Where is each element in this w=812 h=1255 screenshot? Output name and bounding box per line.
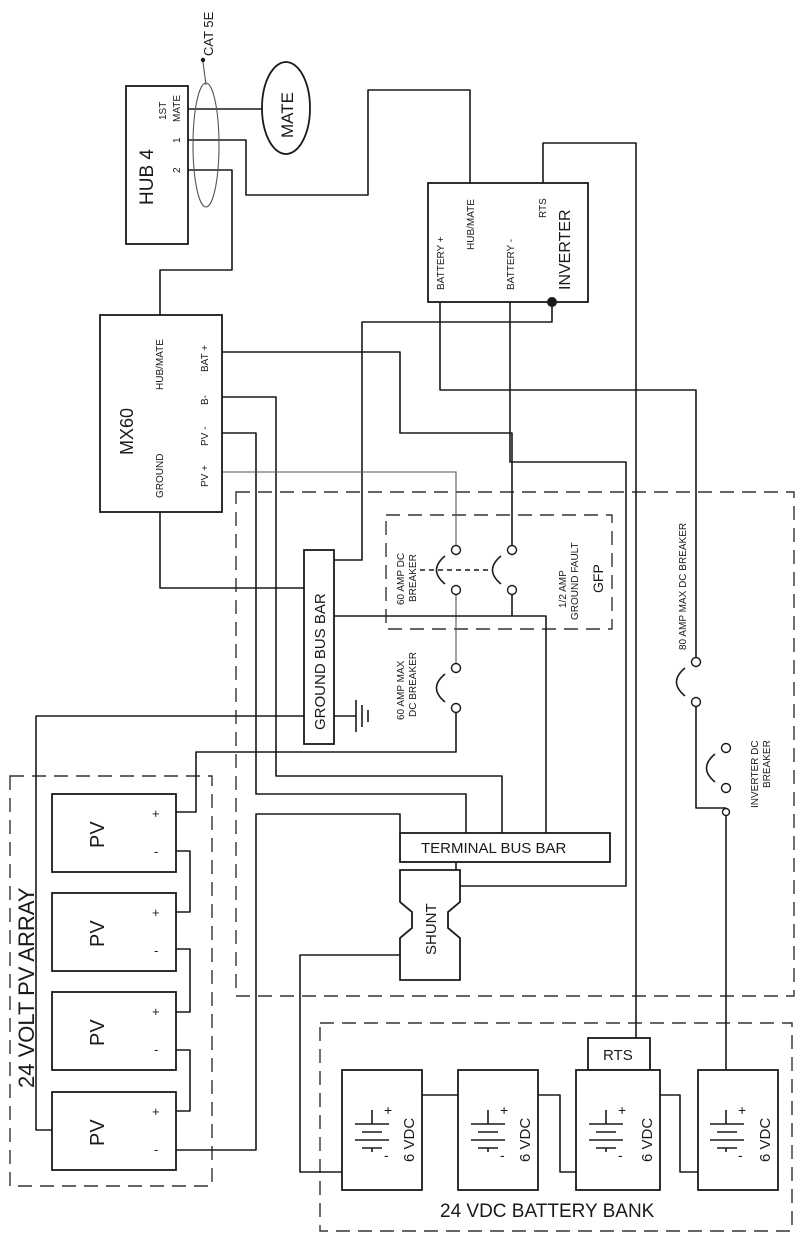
battery-minus: - xyxy=(384,1147,389,1163)
pv-panel-minus: - xyxy=(154,844,158,859)
gfp-label: GFP xyxy=(590,564,606,593)
terminal-bus-bar: TERMINAL BUS BAR xyxy=(399,832,611,863)
battery-voltage-label: 6 VDC xyxy=(757,1118,774,1162)
mid-breaker-label-1: 60 AMP MAX xyxy=(396,660,407,720)
battery-bank: 24 VDC BATTERY BANK RTS + - 6 VDC + - 6 … xyxy=(341,1037,779,1222)
pv-panel-minus: - xyxy=(154,943,158,958)
gfp-label-1: 1/2 AMP xyxy=(558,570,569,608)
battery-bank-title: 24 VDC BATTERY BANK xyxy=(440,1201,655,1222)
top-breaker-label-2: BREAKER xyxy=(408,554,419,602)
ground-bus-bar: GROUND BUS BAR xyxy=(303,549,335,745)
pv-panel-plus: + xyxy=(152,1104,160,1119)
gfp-label-2: GROUND FAULT xyxy=(570,542,581,620)
mx60-ground-label: GROUND xyxy=(155,454,166,498)
battery-voltage-label: 6 VDC xyxy=(401,1118,418,1162)
rts-sensor: RTS xyxy=(587,1037,651,1071)
battery: + - 6 VDC xyxy=(341,1069,423,1191)
cat5e-label: CAT 5E xyxy=(201,11,216,56)
mx60-bat-plus-label: BAT + xyxy=(200,345,211,372)
shunt: SHUNT xyxy=(399,869,461,981)
inverter-ground-node xyxy=(547,297,557,307)
pv-panel: PV + - xyxy=(51,1091,177,1171)
inverter-hub-mate-label: HUB/MATE xyxy=(466,199,477,250)
inverter-battery-pos-label: BATTERY + xyxy=(436,236,447,290)
inverter-box: INVERTER BATTERY + HUB/MATE BATTERY - RT… xyxy=(427,182,589,307)
battery-plus: + xyxy=(738,1102,746,1118)
ground-bus-bar-label: GROUND BUS BAR xyxy=(312,593,329,730)
pv-panel-label: PV xyxy=(87,1019,109,1046)
pv-panel-plus: + xyxy=(152,905,160,920)
hub4-port-1st: 1ST xyxy=(158,102,169,120)
pv-panel: PV + - xyxy=(51,991,177,1071)
cat5e-cable: CAT 5E xyxy=(192,11,220,208)
pv-array-title: 24 VOLT PV ARRAY xyxy=(14,887,39,1088)
top-breaker-label-1: 60 AMP DC xyxy=(396,553,407,605)
hub4-port-1: 1 xyxy=(172,137,183,143)
battery-minus: - xyxy=(618,1147,623,1163)
hub4-title: HUB 4 xyxy=(137,149,158,205)
battery-minus: - xyxy=(500,1147,505,1163)
pv-panel-label: PV xyxy=(87,821,109,848)
pv-panel: PV + - xyxy=(51,793,177,873)
battery-bank-outline xyxy=(319,1022,793,1232)
dc-enclosure-outline xyxy=(235,491,795,997)
shunt-label: SHUNT xyxy=(423,903,440,955)
top-breaker-60a: 60 AMP DC BREAKER 1/2 AMP GROUND FAULT G… xyxy=(396,542,606,620)
mx60-box: MX60 HUB/MATE GROUND BAT + B- PV - PV + xyxy=(99,314,223,513)
inverter-title: INVERTER xyxy=(557,209,574,290)
mate-label: MATE xyxy=(278,92,297,138)
mid-breaker-60a-max: 60 AMP MAX DC BREAKER xyxy=(396,652,462,720)
pv-panel-plus: + xyxy=(152,806,160,821)
hub4-port-mate: MATE xyxy=(172,95,183,122)
mx60-hub-mate-label: HUB/MATE xyxy=(155,339,166,390)
mx60-pv-plus-label: PV + xyxy=(200,465,211,487)
hub4-port-2: 2 xyxy=(172,167,183,173)
pv-panel-plus: + xyxy=(152,1004,160,1019)
hub4-box: HUB 4 1ST MATE 1 2 xyxy=(125,85,189,245)
inverter-battery-neg-label: BATTERY - xyxy=(506,239,517,290)
breaker-80a-label: 80 AMP MAX DC BREAKER xyxy=(678,523,689,650)
battery-plus: + xyxy=(618,1102,626,1118)
battery-voltage-label: 6 VDC xyxy=(517,1118,534,1162)
battery: + - 6 VDC xyxy=(697,1069,779,1191)
pv-panel-label: PV xyxy=(87,920,109,947)
breaker-subpanel-outline xyxy=(385,514,613,630)
breaker-80a-max: 80 AMP MAX DC BREAKER xyxy=(675,523,702,708)
battery-voltage-label: 6 VDC xyxy=(639,1118,656,1162)
mx60-title: MX60 xyxy=(117,408,137,455)
pv-array-outline xyxy=(9,775,213,1187)
inverter-rts-label: RTS xyxy=(538,198,549,218)
rts-sensor-label: RTS xyxy=(603,1047,633,1064)
battery-plus: + xyxy=(500,1102,508,1118)
inverter-breaker-label-2: BREAKER xyxy=(762,740,773,788)
pv-array: 24 VOLT PV ARRAY PV + - PV + - PV + - PV… xyxy=(14,793,177,1171)
battery: + - 6 VDC xyxy=(575,1069,661,1191)
battery-plus: + xyxy=(384,1102,392,1118)
mid-breaker-label-2: DC BREAKER xyxy=(408,652,419,717)
mx60-pv-minus-label: PV - xyxy=(200,427,211,446)
cable-end-marker xyxy=(200,57,206,63)
pv-panel-minus: - xyxy=(154,1142,158,1157)
inverter-dc-breaker: INVERTER DC BREAKER xyxy=(705,740,773,817)
battery-minus: - xyxy=(738,1147,743,1163)
mate-unit: MATE xyxy=(261,61,311,155)
pv-panel-minus: - xyxy=(154,1042,158,1057)
inverter-breaker-label-1: INVERTER DC xyxy=(750,740,761,808)
wiring xyxy=(35,89,727,1173)
pv-panel: PV + - xyxy=(51,892,177,972)
pv-panel-label: PV xyxy=(87,1119,109,1146)
mx60-b-minus-label: B- xyxy=(200,395,211,405)
terminal-bus-bar-label: TERMINAL BUS BAR xyxy=(421,840,566,857)
battery: + - 6 VDC xyxy=(457,1069,539,1191)
